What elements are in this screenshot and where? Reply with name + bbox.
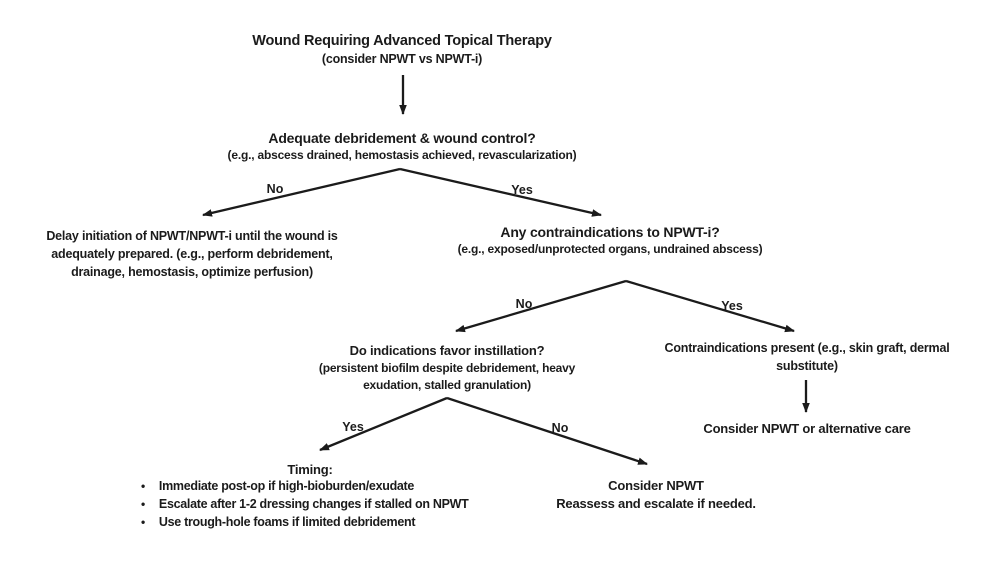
timing-bullet-item: • Use trough-hole foams if limited debri…: [141, 514, 469, 532]
bullet-dot: •: [141, 496, 145, 511]
node-contraindications-present-line: substitute): [776, 358, 838, 373]
arrow-indications-yes: [319, 396, 448, 452]
node-consider-npwt-line: Consider NPWT: [608, 478, 704, 493]
timing-bullet-text: Immediate post-op if high-bioburden/exud…: [158, 479, 415, 493]
bullet-dot: •: [141, 514, 145, 529]
node-indications-question-subtitle-line: (persistent biofilm despite debridement,…: [318, 360, 576, 375]
timing-title: Timing:: [287, 462, 333, 477]
node-root-subtitle: (consider NPWT vs NPWT-i): [321, 52, 483, 66]
node-contraindications-present-line: Contraindications present (e.g., skin gr…: [664, 341, 950, 355]
node-contraindications-question-title: Any contraindications to NPWT-i?: [500, 224, 720, 240]
bullet-dot: •: [141, 479, 145, 493]
edge-label-contraindications-yes: Yes: [721, 299, 743, 313]
node-root: Wound Requiring Advanced Topical Therapy…: [252, 32, 552, 68]
node-indications-question: Do indications favor instillation? (pers…: [319, 342, 575, 395]
edge-label-indications-no: No: [551, 421, 569, 435]
timing-bullet-item: • Immediate post-op if high-bioburden/ex…: [141, 478, 469, 496]
arrow-contraindications-no: [455, 279, 627, 333]
edge-label-contraindications-no: No: [515, 297, 533, 311]
node-debridement-question-title: Adequate debridement & wound control?: [268, 130, 536, 146]
node-delay-outcome-line: drainage, hemostasis, optimize perfusion…: [71, 265, 313, 280]
edge-label-debridement-yes: Yes: [511, 183, 533, 197]
edge-label-debridement-no: No: [266, 182, 284, 196]
node-consider-npwt: Consider NPWT Reassess and escalate if n…: [556, 477, 756, 513]
node-delay-outcome: Delay initiation of NPWT/NPWT-i until th…: [46, 227, 338, 282]
node-root-title: Wound Requiring Advanced Topical Therapy: [252, 33, 552, 49]
node-indications-question-subtitle-line: exudation, stalled granulation): [363, 378, 531, 392]
node-debridement-question: Adequate debridement & wound control? (e…: [228, 129, 577, 164]
node-contraindications-question-subtitle: (e.g., exposed/unprotected organs, undra…: [457, 242, 763, 256]
arrow-debridement-yes: [399, 167, 602, 217]
timing-bullet-text: Use trough-hole foams if limited debride…: [158, 514, 416, 529]
node-delay-outcome-line: adequately prepared. (e.g., perform debr…: [51, 247, 333, 262]
node-consider-alternative: Consider NPWT or alternative care: [703, 421, 911, 436]
node-delay-outcome-line: Delay initiation of NPWT/NPWT-i until th…: [46, 229, 338, 243]
node-indications-question-title: Do indications favor instillation?: [349, 343, 545, 358]
node-consider-npwt-line: Reassess and escalate if needed.: [556, 496, 756, 511]
node-contraindications-present: Contraindications present (e.g., skin gr…: [665, 340, 950, 375]
arrow-debridement-no: [202, 167, 401, 217]
arrow-indications-no: [446, 396, 648, 466]
node-contraindications-question: Any contraindications to NPWT-i? (e.g., …: [458, 223, 763, 258]
timing-bullet-item: • Escalate after 1-2 dressing changes if…: [141, 496, 469, 514]
node-debridement-question-subtitle: (e.g., abscess drained, hemostasis achie…: [227, 148, 577, 162]
timing-bullet-list: • Immediate post-op if high-bioburden/ex…: [141, 478, 469, 531]
arrow-contraindications-yes: [625, 279, 795, 333]
timing-bullet-text: Escalate after 1-2 dressing changes if s…: [158, 496, 469, 511]
edge-label-indications-yes: Yes: [342, 420, 364, 434]
